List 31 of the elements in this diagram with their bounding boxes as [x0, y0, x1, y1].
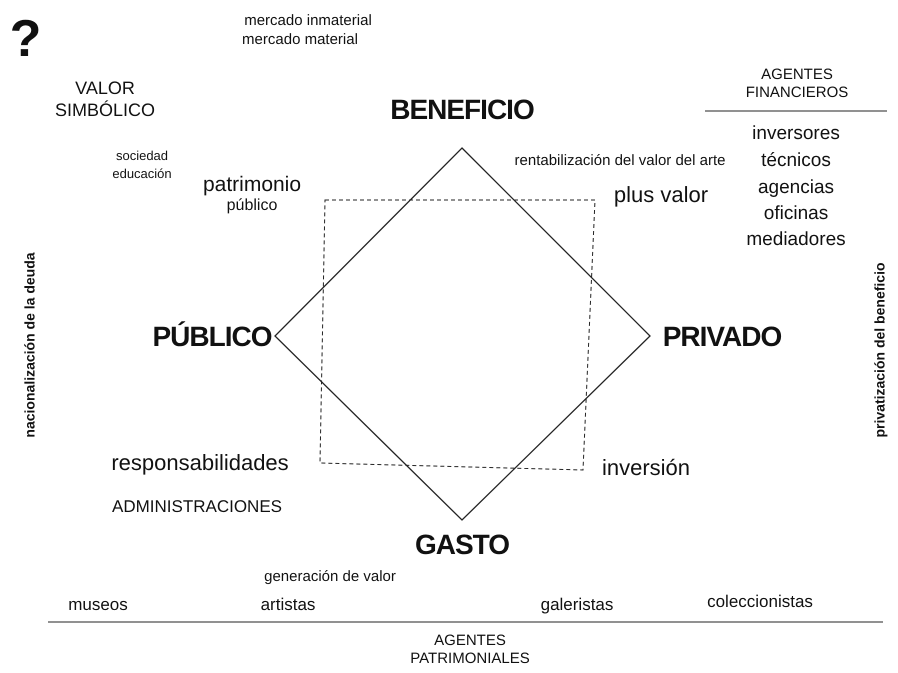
- label-text: generación de valor: [264, 568, 396, 586]
- label-text: inversión: [602, 455, 690, 482]
- list-item: artistas: [260, 595, 316, 616]
- axis-pole-label: GASTO: [414, 528, 510, 562]
- label-text: público: [226, 196, 278, 216]
- list-item: agencias: [758, 177, 834, 200]
- label-text: ADMINISTRACIONES: [112, 497, 282, 518]
- list-item: técnicos: [761, 150, 831, 173]
- label-text: responsabilidades: [111, 450, 289, 476]
- side-label: privatización del beneficio: [872, 262, 888, 438]
- label-text: sociedad: [116, 148, 168, 164]
- label-text: VALOR SIMBÓLICO: [54, 78, 156, 122]
- list-item: coleccionistas: [707, 592, 813, 612]
- axis-pole-label: BENEFICIO: [390, 93, 534, 127]
- label-text: plus valor: [614, 182, 708, 208]
- group-heading: AGENTES FINANCIEROS: [744, 66, 850, 102]
- label-text: patrimonio: [202, 172, 302, 198]
- list-item: museos: [68, 595, 128, 616]
- label-text: rentabilización del valor del arte: [514, 152, 726, 170]
- label-text: mercado material: [242, 31, 358, 49]
- label-text: educación: [112, 166, 172, 182]
- list-item: inversores: [752, 123, 840, 146]
- list-item: galeristas: [540, 595, 614, 616]
- list-item: oficinas: [764, 203, 828, 226]
- group-heading: AGENTES PATRIMONIALES: [409, 632, 531, 668]
- side-label: nacionalización de la deuda: [22, 252, 38, 438]
- axis-pole-label: PÚBLICO: [152, 320, 272, 354]
- list-item: mediadores: [746, 229, 846, 252]
- label-text: mercado inmaterial: [244, 12, 372, 30]
- question-mark: ?: [10, 9, 40, 70]
- axis-pole-label: PRIVADO: [662, 320, 782, 354]
